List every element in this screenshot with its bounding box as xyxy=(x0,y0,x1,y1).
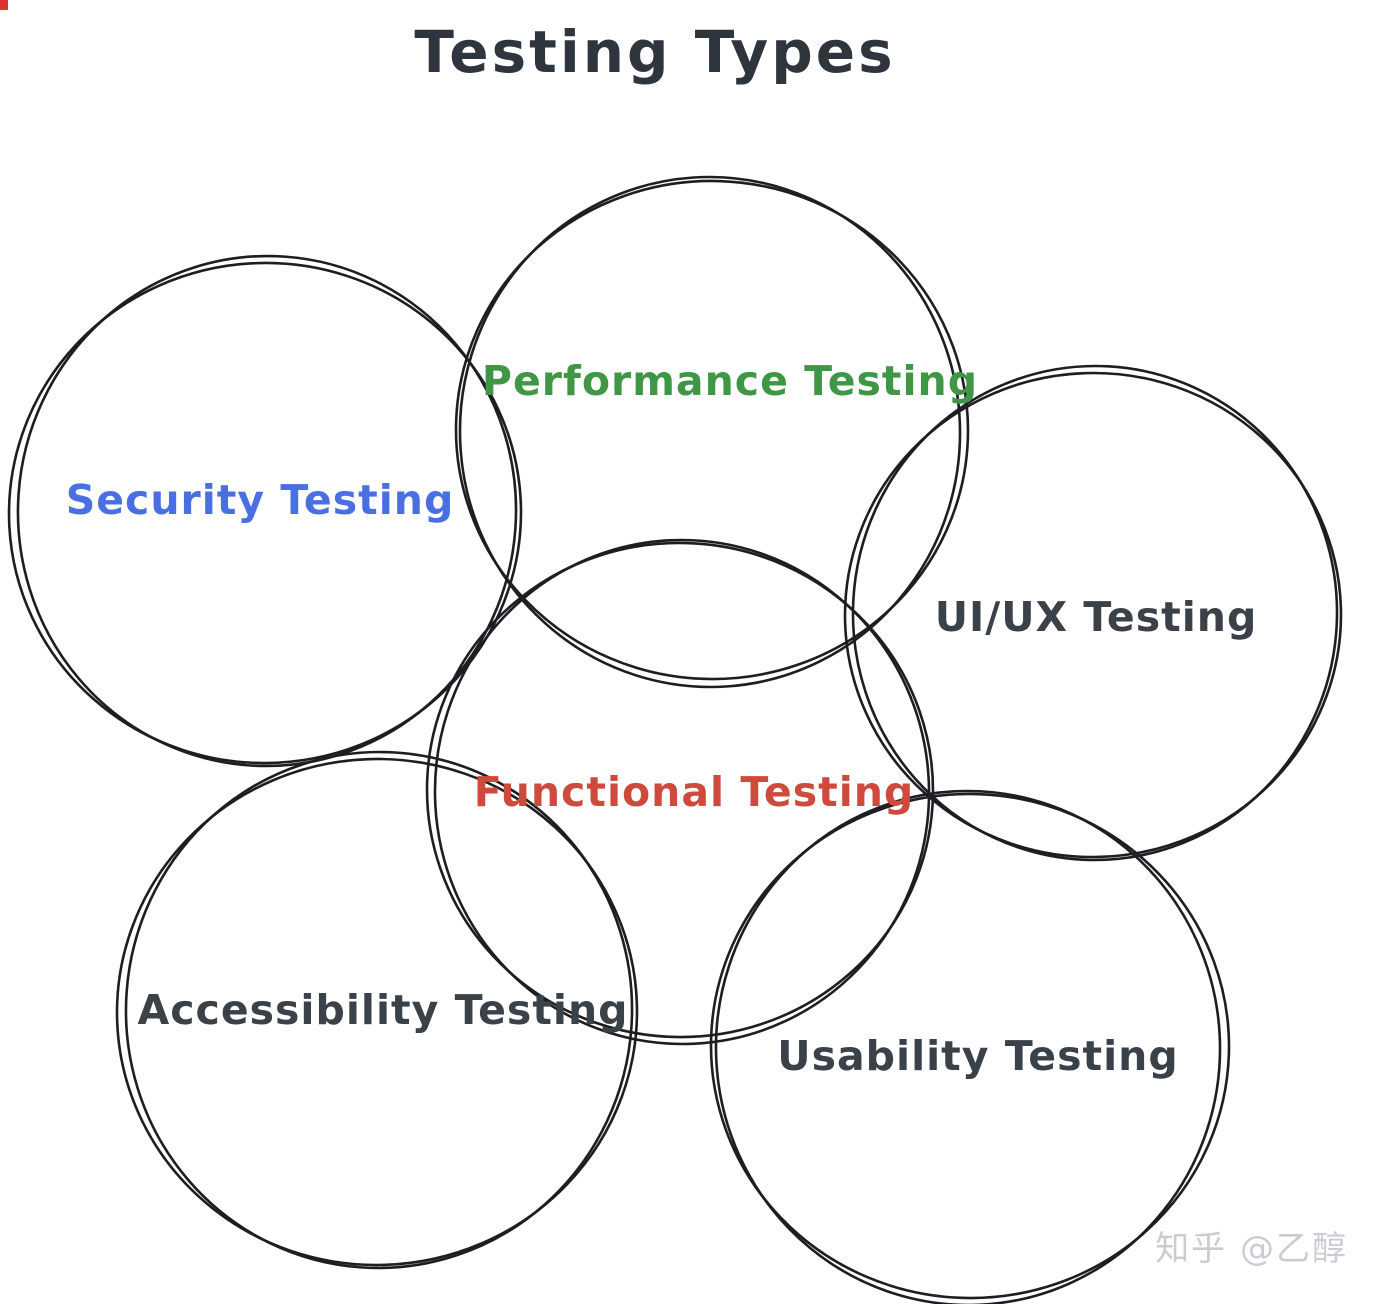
accessibility-circle xyxy=(115,750,639,1270)
security-circle xyxy=(7,254,523,768)
corner-artifact xyxy=(0,0,8,10)
security-testing-label: Security Testing xyxy=(65,476,455,524)
page-title: Testing Types xyxy=(414,18,896,86)
usability-circle xyxy=(709,789,1231,1304)
functional-testing-label: Functional Testing xyxy=(473,768,915,816)
accessibility-testing-label: Accessibility Testing xyxy=(137,986,629,1034)
usability-testing-label: Usability Testing xyxy=(777,1032,1179,1080)
functional-circle xyxy=(425,538,935,1046)
uiux-circle xyxy=(843,364,1343,862)
watermark: 知乎 @乙醇 xyxy=(1155,1229,1348,1269)
performance-testing-label: Performance Testing xyxy=(481,357,979,405)
performance-circle xyxy=(454,175,970,689)
uiux-testing-label: UI/UX Testing xyxy=(934,593,1258,641)
